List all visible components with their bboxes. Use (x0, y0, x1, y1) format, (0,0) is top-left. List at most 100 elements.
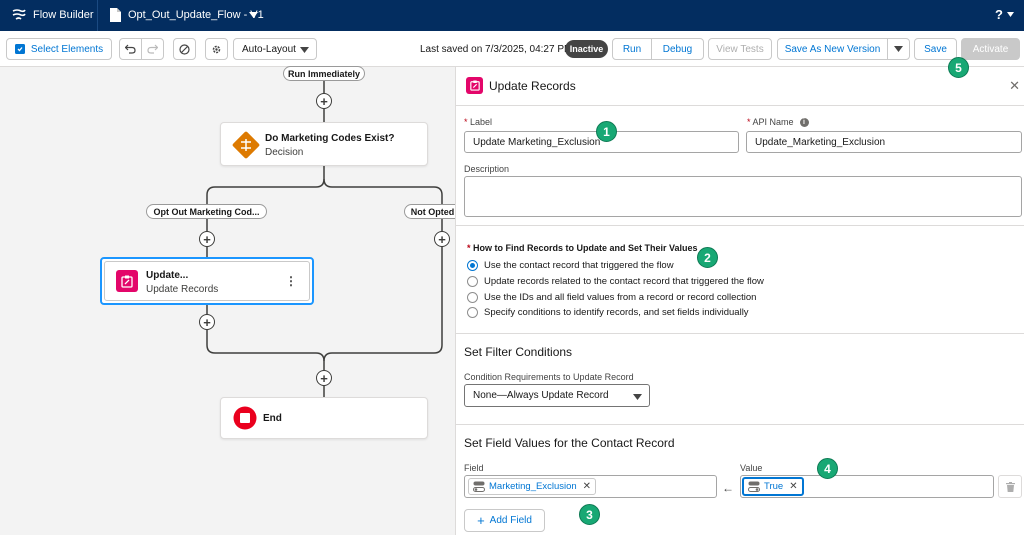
decision-card[interactable]: Do Marketing Codes Exist? Decision (220, 122, 428, 166)
radio-selected-icon (467, 260, 478, 271)
value-label: Value (740, 463, 763, 473)
condition-requirements-value: None—Always Update Record (473, 390, 609, 401)
select-elements-button[interactable]: Select Elements (6, 38, 112, 60)
toggle-errors-button[interactable] (173, 38, 196, 60)
branch-label-not-opted[interactable]: Not Opted (404, 204, 460, 219)
settings-button[interactable] (205, 38, 228, 60)
chevron-down-icon (894, 46, 903, 52)
callout-badge-3: 3 (579, 504, 600, 525)
remove-icon[interactable]: ✕ (582, 481, 592, 492)
flow-canvas[interactable]: Run Immediately + Do Marketing Codes Exi… (0, 66, 460, 535)
callout-badge-4: 4 (817, 458, 838, 479)
decision-title: Do Marketing Codes Exist? (265, 133, 395, 144)
field-chip[interactable]: Marketing_Exclusion ✕ (468, 478, 597, 495)
last-saved-text: Last saved on 7/3/2025, 04:27 PM (420, 44, 573, 55)
toolbar: Select Elements Auto-Layout Last saved o… (0, 31, 1024, 67)
description-label: Description (464, 164, 510, 174)
value-input[interactable]: True ✕ (740, 475, 994, 498)
activate-button[interactable]: Activate (961, 38, 1020, 60)
save-as-new-version-button[interactable]: Save As New Version (777, 38, 888, 60)
radio-icon (467, 276, 478, 287)
stop-icon (233, 406, 257, 430)
status-badge: Inactive (565, 40, 608, 58)
branch-label-opt-out[interactable]: Opt Out Marketing Cod... (146, 204, 267, 219)
plus-icon: + (477, 513, 485, 528)
update-records-card[interactable]: Update... Update Records ⋮ (100, 257, 314, 305)
flow-connectors (206, 81, 443, 399)
layout-mode-select[interactable]: Auto-Layout (233, 38, 317, 60)
label-field-label: * Label (464, 117, 493, 127)
radio-option-related-records[interactable]: Update records related to the contact re… (467, 276, 764, 287)
gear-icon (212, 45, 221, 53)
select-icon (14, 44, 25, 54)
document-icon (110, 8, 121, 22)
api-name-input[interactable]: Update_Marketing_Exclusion (746, 131, 1022, 153)
start-trigger-pill[interactable]: Run Immediately (283, 66, 365, 81)
callout-badge-1: 1 (596, 121, 617, 142)
undo-icon (125, 44, 136, 54)
field-label: Field (464, 463, 484, 473)
condition-requirements-label: Condition Requirements to Update Record (464, 372, 634, 382)
flow-builder-logo-icon (12, 9, 26, 20)
delete-row-button[interactable] (998, 475, 1022, 498)
toggle-field-icon (473, 481, 485, 492)
condition-requirements-select[interactable]: None—Always Update Record (464, 384, 650, 407)
save-button[interactable]: Save (914, 38, 957, 60)
save-menu-button[interactable] (887, 38, 910, 60)
panel-title: Update Records (489, 79, 576, 93)
add-field-label: Add Field (489, 515, 532, 526)
help-button[interactable]: ? (995, 7, 1003, 22)
add-element-icon[interactable]: + (434, 231, 450, 247)
add-field-button[interactable]: + Add Field (464, 509, 545, 532)
info-icon[interactable]: i (799, 118, 809, 128)
description-textarea[interactable] (464, 176, 1022, 217)
decision-type: Decision (265, 147, 304, 158)
radio-option-triggering-record[interactable]: Use the contact record that triggered th… (467, 260, 674, 271)
run-button[interactable]: Run (612, 38, 652, 60)
update-records-type: Update Records (146, 284, 219, 295)
close-icon[interactable]: ✕ (1009, 78, 1020, 93)
decision-icon (232, 131, 260, 159)
add-element-icon[interactable]: + (316, 370, 332, 386)
no-entry-icon (179, 43, 190, 55)
select-elements-label: Select Elements (30, 43, 104, 55)
header-divider (97, 0, 98, 31)
chevron-down-icon (633, 394, 642, 400)
add-element-icon[interactable]: + (199, 231, 215, 247)
flow-name[interactable]: Opt_Out_Update_Flow - V1 (128, 9, 264, 21)
debug-button[interactable]: Debug (651, 38, 704, 60)
app-name: Flow Builder (33, 9, 94, 21)
chevron-down-icon[interactable] (249, 11, 258, 19)
update-records-title: Update... (146, 270, 189, 281)
field-input[interactable]: Marketing_Exclusion ✕ (464, 475, 717, 498)
radio-option-specify-conditions[interactable]: Specify conditions to identify records, … (467, 307, 749, 318)
redo-button[interactable] (141, 38, 164, 60)
update-records-icon (466, 77, 483, 94)
radio-icon (467, 292, 478, 303)
undo-button[interactable] (119, 38, 142, 60)
view-tests-button[interactable]: View Tests (708, 38, 772, 60)
selection-frame (104, 261, 310, 301)
toggle-field-icon (748, 481, 760, 492)
divider (455, 225, 1024, 226)
divider (456, 105, 1024, 106)
arrow-left-icon: ← (722, 481, 734, 495)
field-chip-label: Marketing_Exclusion (489, 481, 577, 492)
remove-icon[interactable]: ✕ (789, 481, 798, 492)
add-element-icon[interactable]: + (199, 314, 215, 330)
chevron-down-icon[interactable] (1007, 12, 1014, 18)
radio-option-record-collection[interactable]: Use the IDs and all field values from a … (467, 292, 756, 303)
global-header: Flow Builder Opt_Out_Update_Flow - V1 ? (0, 0, 1024, 31)
more-actions-icon[interactable]: ⋮ (285, 274, 297, 288)
end-card[interactable]: End (220, 397, 428, 439)
value-chip[interactable]: True ✕ (742, 477, 804, 496)
radio-icon (467, 307, 478, 318)
filter-section-title: Set Filter Conditions (464, 345, 573, 359)
callout-badge-5: 5 (948, 57, 969, 78)
trash-icon (1005, 481, 1015, 492)
update-records-icon (116, 270, 138, 292)
add-element-icon[interactable]: + (316, 93, 332, 109)
layout-mode-value: Auto-Layout (242, 43, 296, 55)
field-values-section-title: Set Field Values for the Contact Record (464, 436, 675, 450)
